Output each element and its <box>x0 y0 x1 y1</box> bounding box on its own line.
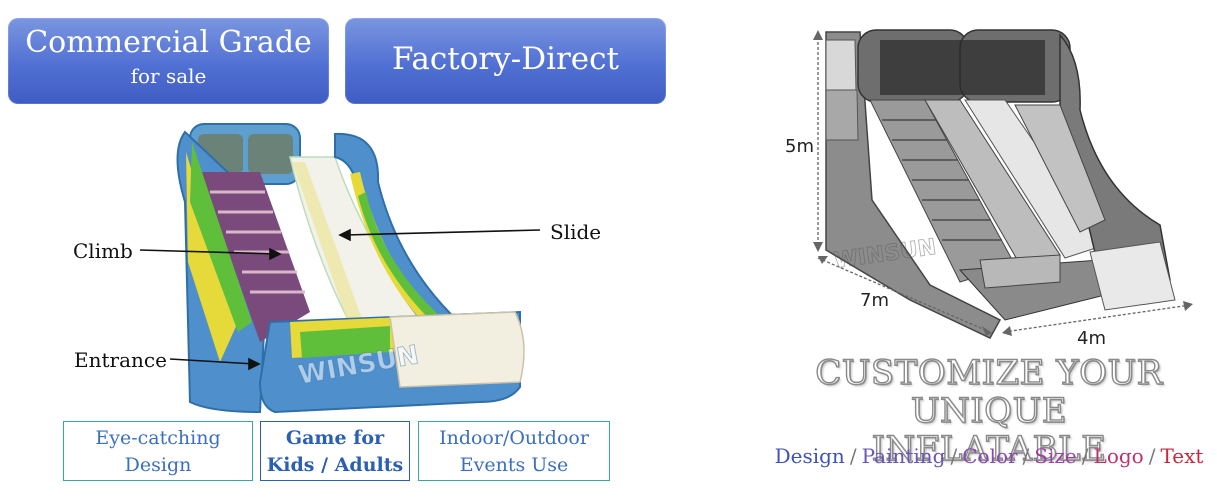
option-size: Size <box>1034 444 1077 468</box>
customization-options: Design/Painting/Color/Size/Logo/Text <box>760 444 1217 468</box>
feature-2-line2: Kids / Adults <box>266 454 404 476</box>
option-painting: Painting <box>861 444 946 468</box>
factory-direct-badge: Factory-Direct <box>345 18 666 104</box>
option-separator: / <box>950 444 958 468</box>
feature-3-line2: Events Use <box>459 454 569 476</box>
option-color: Color <box>962 444 1018 468</box>
commercial-grade-badge: Commercial Grade for sale <box>8 18 329 104</box>
width-dimension-label: 4m <box>1077 328 1106 349</box>
commercial-grade-title: Commercial Grade <box>25 25 312 60</box>
slide-label: Slide <box>550 220 602 244</box>
feature-eye-catching-design: Eye-catching Design <box>63 421 253 481</box>
option-separator: / <box>1148 444 1156 468</box>
option-text: Text <box>1160 444 1204 468</box>
feature-1-line2: Design <box>124 454 192 476</box>
customize-heading-line2: INFLATABLE <box>871 429 1107 469</box>
commercial-grade-subtitle: for sale <box>130 64 207 88</box>
length-dimension-label: 7m <box>860 290 889 311</box>
option-separator: / <box>849 444 857 468</box>
colorful-inflatable-slide-image: WINSUN <box>139 123 540 414</box>
customize-heading-line1: CUSTOMIZE YOUR UNIQUE <box>815 353 1163 431</box>
factory-direct-title: Factory-Direct <box>392 41 619 77</box>
slide-dimension-diagram: WINSUN <box>813 29 1193 339</box>
feature-indoor-outdoor-events: Indoor/Outdoor Events Use <box>418 421 610 481</box>
feature-3-line1: Indoor/Outdoor <box>439 427 589 449</box>
customize-heading: CUSTOMIZE YOUR UNIQUE INFLATABLE <box>760 353 1217 469</box>
option-separator: / <box>1022 444 1030 468</box>
feature-game-for-kids-adults: Game for Kids / Adults <box>260 421 410 481</box>
feature-2-line1: Game for <box>285 427 385 449</box>
entrance-label: Entrance <box>74 348 167 372</box>
height-dimension-label: 5m <box>785 136 814 157</box>
feature-1-line1: Eye-catching <box>95 427 221 449</box>
option-logo: Logo <box>1093 444 1144 468</box>
option-separator: / <box>1081 444 1089 468</box>
climb-label: Climb <box>73 239 133 263</box>
option-design: Design <box>774 444 845 468</box>
